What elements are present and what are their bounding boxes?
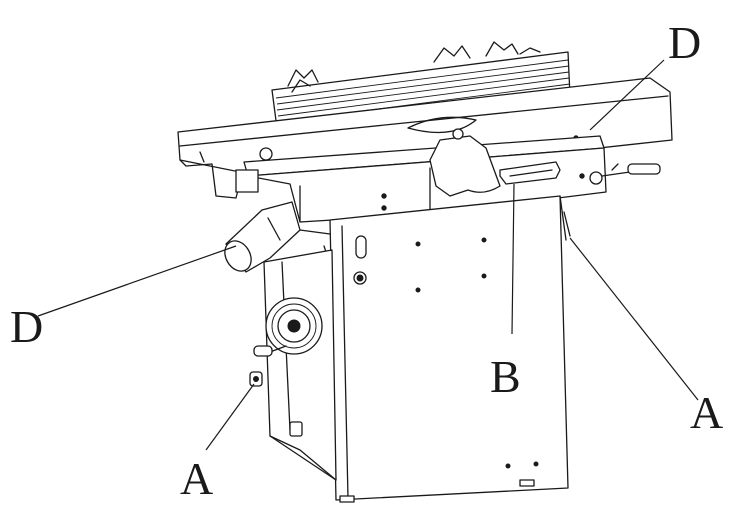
lock-lever bbox=[589, 163, 661, 185]
leader-a-left bbox=[205, 383, 255, 451]
callouts: D D B A A bbox=[10, 17, 723, 504]
leader-d-top bbox=[589, 59, 665, 131]
table-top bbox=[177, 77, 673, 199]
callout-a-right: A bbox=[690, 387, 723, 438]
callout-d-left: D bbox=[10, 301, 43, 352]
dust-chute bbox=[224, 201, 337, 273]
callout-b: B bbox=[490, 351, 521, 402]
lift-handle bbox=[499, 161, 561, 185]
callout-d-top: D bbox=[668, 17, 701, 68]
leader-d-left bbox=[37, 245, 237, 317]
cutter-guard-assembly bbox=[235, 128, 607, 223]
leader-b bbox=[511, 183, 515, 335]
leader-lines bbox=[37, 59, 699, 451]
leader-a-right bbox=[569, 237, 699, 401]
callout-a-left: A bbox=[180, 453, 213, 504]
cabinet bbox=[329, 195, 571, 503]
handwheel-column bbox=[249, 249, 337, 481]
